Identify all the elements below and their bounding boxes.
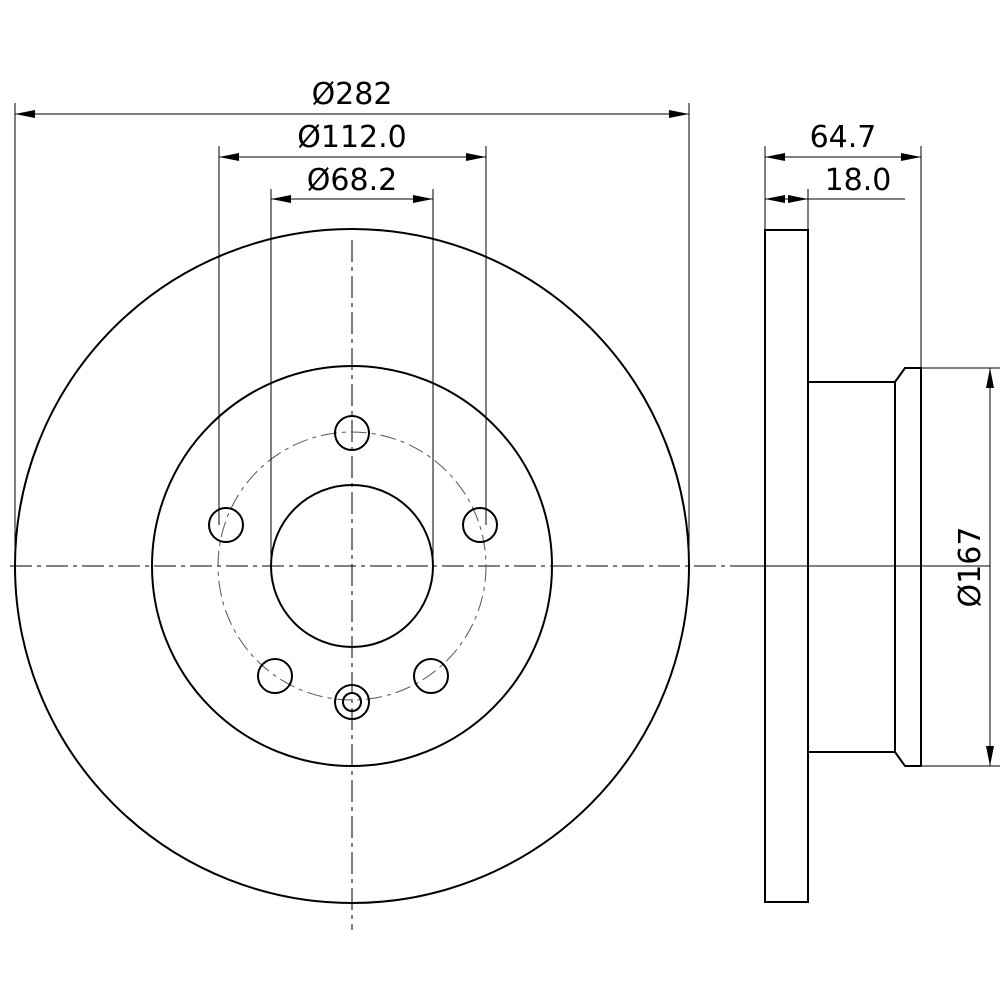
- bolt-hole-lower-right: [413, 658, 449, 694]
- hub-diameter-label: Ø167: [953, 527, 988, 608]
- bolt-hole-lower-left: [257, 658, 293, 694]
- center-bore-diameter-label: Ø68.2: [307, 163, 397, 198]
- total-height-label: 64.7: [810, 120, 877, 155]
- bolt-hole-top: [334, 415, 370, 451]
- bolt-hole-left: [208, 507, 244, 543]
- side-view: [745, 229, 990, 903]
- bolt-hole-right: [462, 507, 498, 543]
- locating-hole-inner: [342, 692, 362, 712]
- side-view-dimensions: 64.7 18.0 Ø167: [764, 120, 1000, 767]
- disc-rim-section: [764, 229, 809, 903]
- bolt-circle: [217, 431, 487, 701]
- disc-thickness-label: 18.0: [825, 163, 892, 198]
- outer-diameter-label: Ø282: [312, 77, 393, 112]
- front-view: [10, 228, 990, 930]
- bolt-circle-diameter-label: Ø112.0: [297, 120, 407, 155]
- hub-edge: [151, 365, 553, 767]
- locating-hole-outer: [334, 684, 370, 720]
- front-view-dimensions: Ø282 Ø112.0 Ø68.2: [14, 77, 690, 566]
- hub-profile: [808, 367, 922, 767]
